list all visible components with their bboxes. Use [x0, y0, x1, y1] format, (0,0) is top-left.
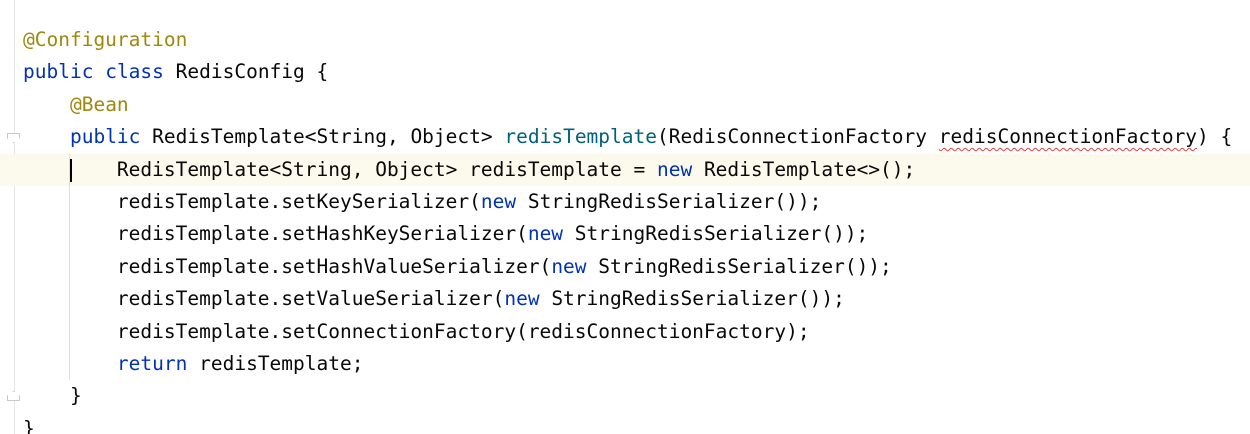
- declaration-token: RedisTemplate<String, Object> redisTempl…: [116, 157, 657, 181]
- statement-token: redisTemplate.setConnectionFactory(redis…: [116, 319, 810, 343]
- argument-token: StringRedisSerializer());: [539, 287, 845, 311]
- argument-token: StringRedisSerializer());: [586, 254, 892, 278]
- argument-token: StringRedisSerializer());: [563, 222, 869, 246]
- code-line-3: @Bean: [23, 89, 1232, 121]
- keyword-token: new: [480, 189, 517, 213]
- argument-token: StringRedisSerializer());: [516, 189, 822, 213]
- class-name-token: RedisConfig {: [163, 60, 329, 84]
- keyword-token: new: [527, 222, 564, 246]
- keyword-token: new: [656, 157, 693, 181]
- annotation-token: @Configuration: [23, 28, 188, 51]
- code-line-11: return redisTemplate;: [23, 348, 1232, 380]
- code-line-6: redisTemplate.setKeySerializer(new Strin…: [23, 186, 1232, 218]
- annotation-token: @Bean: [69, 92, 129, 116]
- call-token: redisTemplate.setHashKeySerializer(: [116, 222, 528, 246]
- keyword-token: new: [551, 254, 587, 278]
- call-token: redisTemplate.setHashValueSerializer(: [116, 254, 552, 278]
- code-line-2: public class RedisConfig {: [23, 56, 1232, 88]
- code-line-8: redisTemplate.setHashValueSerializer(new…: [23, 251, 1232, 283]
- closing-brace-token: }: [69, 384, 82, 408]
- call-token: redisTemplate.setValueSerializer(: [116, 287, 505, 311]
- typo-param-token: redisConnectionFactory: [938, 125, 1198, 149]
- keyword-token: public: [23, 60, 94, 84]
- gutter-divider: [14, 0, 15, 434]
- code-line-9: redisTemplate.setValueSerializer(new Str…: [23, 283, 1232, 315]
- code-line-1: @Configuration: [23, 24, 1232, 56]
- code-text[interactable]: @Configuration public class RedisConfig {…: [23, 24, 1232, 434]
- return-type-token: RedisTemplate<String, Object>: [140, 125, 505, 149]
- fold-end-icon[interactable]: [7, 391, 20, 401]
- closing-brace-token: }: [23, 416, 35, 434]
- keyword-token: return: [116, 351, 188, 375]
- keyword-token: public: [69, 125, 141, 149]
- call-token: redisTemplate.setKeySerializer(: [116, 189, 481, 213]
- indent-guide: [69, 154, 70, 380]
- code-line-4: public RedisTemplate<String, Object> red…: [23, 121, 1232, 153]
- code-line-10: redisTemplate.setConnectionFactory(redis…: [23, 316, 1232, 348]
- params-token: (RedisConnectionFactory: [657, 125, 939, 149]
- keyword-token: class: [105, 60, 164, 84]
- text-caret: [70, 159, 72, 182]
- keyword-token: new: [504, 287, 540, 311]
- return-value-token: redisTemplate;: [187, 351, 364, 375]
- params-end-token: ) {: [1197, 125, 1233, 149]
- code-line-13: }: [23, 413, 1232, 434]
- caret-line-highlight: [0, 154, 1250, 186]
- method-name-token: redisTemplate: [504, 125, 657, 149]
- fold-collapse-icon[interactable]: [7, 133, 20, 143]
- constructor-token: RedisTemplate<>();: [692, 157, 916, 181]
- code-line-5: RedisTemplate<String, Object> redisTempl…: [23, 154, 1232, 186]
- code-line-12: }: [23, 380, 1232, 412]
- code-line-7: redisTemplate.setHashKeySerializer(new S…: [23, 218, 1232, 250]
